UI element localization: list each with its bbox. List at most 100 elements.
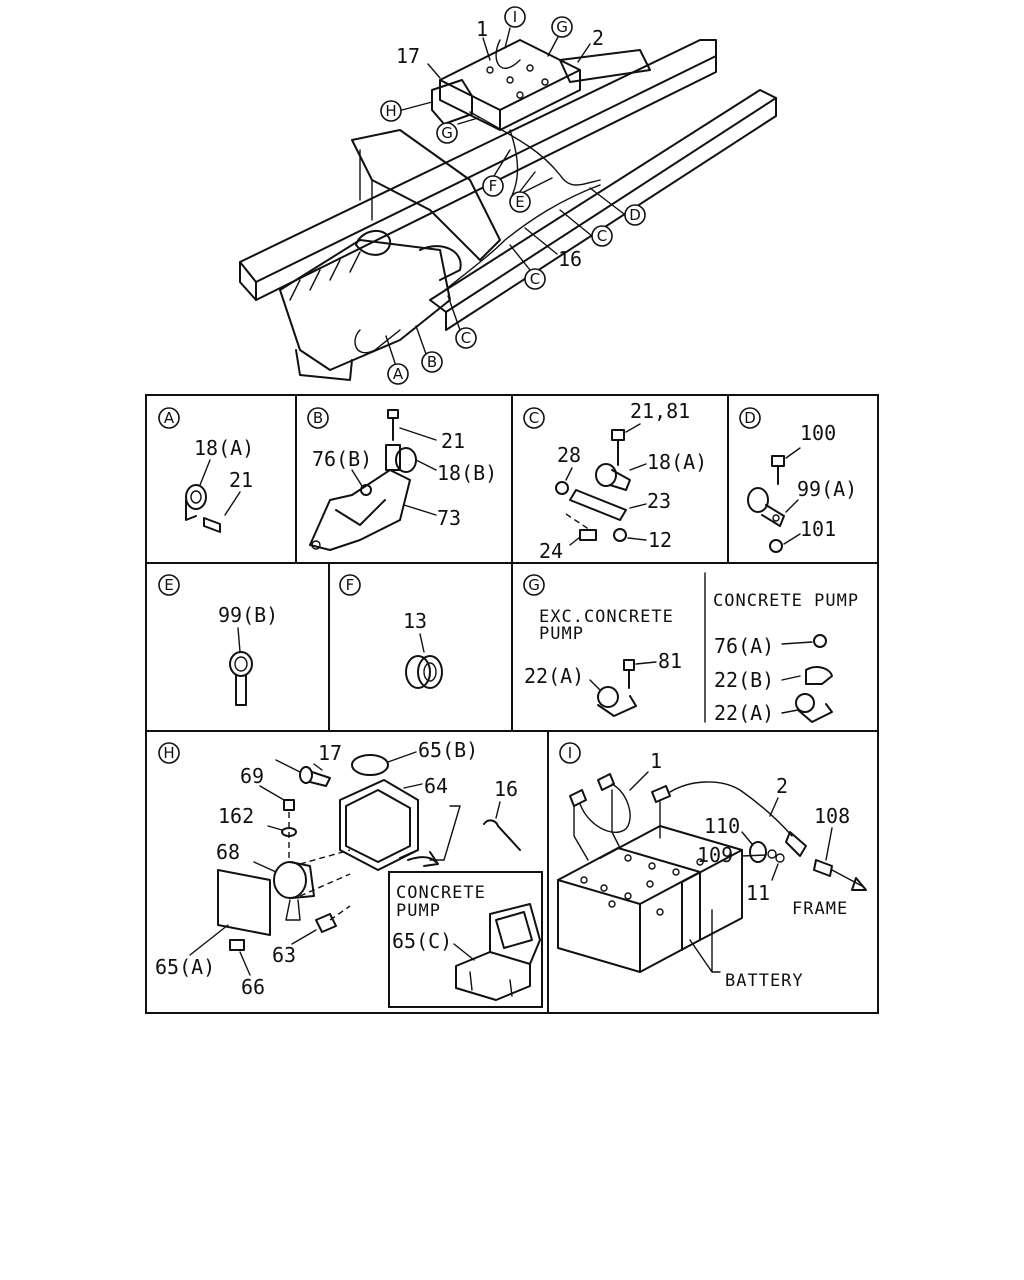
- part-63: 63: [272, 943, 296, 967]
- svg-text:F: F: [489, 177, 498, 195]
- cable-2: [669, 781, 793, 837]
- washer-109: [767, 849, 777, 859]
- part-76A: 76(A): [714, 634, 774, 658]
- bolt-21: [611, 429, 625, 466]
- part-21: 21: [229, 468, 253, 492]
- panel-C-tag: C: [523, 407, 545, 429]
- overview-illustration: 1 2 17 16 I G H G F E D C C C B A: [239, 6, 777, 385]
- part-101: 101: [800, 517, 836, 541]
- part-162: 162: [218, 804, 254, 828]
- exc-concrete-pump-title-2: PUMP: [539, 624, 584, 644]
- svg-text:C: C: [461, 329, 471, 347]
- callout-B: B: [421, 351, 443, 373]
- part-2: 2: [776, 774, 788, 798]
- panel-F: F 13: [339, 574, 443, 689]
- panel-G-tag: G: [523, 574, 545, 596]
- frame-label: FRAME: [792, 899, 848, 919]
- svg-text:E: E: [164, 576, 173, 594]
- panel-B-tag: B: [307, 407, 329, 429]
- engine-block: [279, 239, 451, 371]
- panel-A: A 18(A) 21: [158, 407, 254, 533]
- part-108: 108: [814, 804, 850, 828]
- cable-2-terminal: [651, 785, 671, 803]
- svg-text:G: G: [556, 18, 568, 36]
- inset-title-2: PUMP: [396, 901, 441, 921]
- part-65C: 65(C): [392, 929, 452, 953]
- bolt-69: [283, 799, 295, 811]
- part-99A: 99(A): [797, 477, 857, 501]
- nut-12: [613, 528, 627, 542]
- bolt-108: [813, 859, 833, 877]
- svg-text:D: D: [744, 409, 756, 427]
- part-64: 64: [424, 774, 448, 798]
- label-part-1: 1: [476, 17, 488, 41]
- part-99B: 99(B): [218, 603, 278, 627]
- part-81: 81: [658, 649, 682, 673]
- concrete-pump-title: CONCRETE PUMP: [713, 591, 859, 611]
- inset-title-1: CONCRETE: [396, 883, 486, 903]
- washer-11: [775, 853, 785, 863]
- battery-label: BATTERY: [725, 971, 804, 991]
- panel-A-tag: A: [158, 407, 180, 429]
- svg-text:C: C: [529, 409, 539, 427]
- grommet-13: [405, 655, 431, 689]
- frame-rail-left: [239, 39, 717, 283]
- svg-text:D: D: [629, 206, 641, 224]
- part-73: 73: [437, 506, 461, 530]
- part-16: 16: [494, 777, 518, 801]
- plate-23: [569, 489, 627, 521]
- bracket-73: [309, 469, 411, 551]
- clip-22A-cp: [795, 693, 815, 713]
- bolt-24: [579, 529, 597, 541]
- bolt-21: [387, 409, 399, 441]
- battery-left: [557, 847, 701, 973]
- callout-I: I: [504, 6, 526, 28]
- part-100: 100: [800, 421, 836, 445]
- frame-rail-right: [429, 89, 777, 313]
- relay-box: [431, 79, 473, 125]
- callout-D: D: [624, 204, 646, 226]
- bolt-63: [315, 913, 337, 933]
- callout-F: F: [482, 175, 504, 197]
- part-66: 66: [241, 975, 265, 999]
- arrow-to-inset: [423, 851, 439, 867]
- part-21-81: 21,81: [630, 399, 690, 423]
- part-28: 28: [557, 443, 581, 467]
- callout-C-2: C: [524, 268, 546, 290]
- panel-B: B 21 76(B) 18(B) 73: [307, 407, 497, 551]
- part-18A: 18(A): [194, 436, 254, 460]
- callout-H: H: [380, 100, 402, 122]
- screw-66: [229, 939, 245, 951]
- label-part-16: 16: [558, 247, 582, 271]
- panel-grid: [145, 394, 879, 1014]
- part-23: 23: [647, 489, 671, 513]
- part-18A: 18(A): [647, 450, 707, 474]
- callout-C-1: C: [591, 225, 613, 247]
- panel-E-tag: E: [158, 574, 180, 596]
- part-13: 13: [403, 609, 427, 633]
- cap-65B: [351, 754, 389, 776]
- svg-text:B: B: [313, 409, 323, 427]
- svg-text:C: C: [530, 270, 540, 288]
- part-69: 69: [240, 764, 264, 788]
- bolt-81: [623, 659, 635, 689]
- part-22A-left: 22(A): [524, 664, 584, 688]
- panel-E: E 99(B): [158, 574, 278, 706]
- callout-A: A: [387, 363, 409, 385]
- part-21: 21: [441, 429, 465, 453]
- bolt-100: [771, 455, 785, 485]
- label-part-17: 17: [396, 44, 420, 68]
- concrete-pump-inset: [388, 871, 543, 1008]
- cable-1-terminal-b: [597, 773, 615, 791]
- part-22A-right: 22(A): [714, 701, 774, 725]
- battery-right: [599, 825, 743, 941]
- panel-G: G EXC.CONCRETE PUMP CONCRETE PUMP 81 22(…: [523, 574, 859, 725]
- panel-F-tag: F: [339, 574, 361, 596]
- panel-D-tag: D: [739, 407, 761, 429]
- clip-18A: [595, 463, 617, 487]
- cable-17: [275, 759, 301, 773]
- cable-1: [579, 783, 631, 833]
- callout-G-mid: G: [436, 122, 458, 144]
- svg-text:H: H: [385, 102, 396, 120]
- box-64: [339, 779, 419, 871]
